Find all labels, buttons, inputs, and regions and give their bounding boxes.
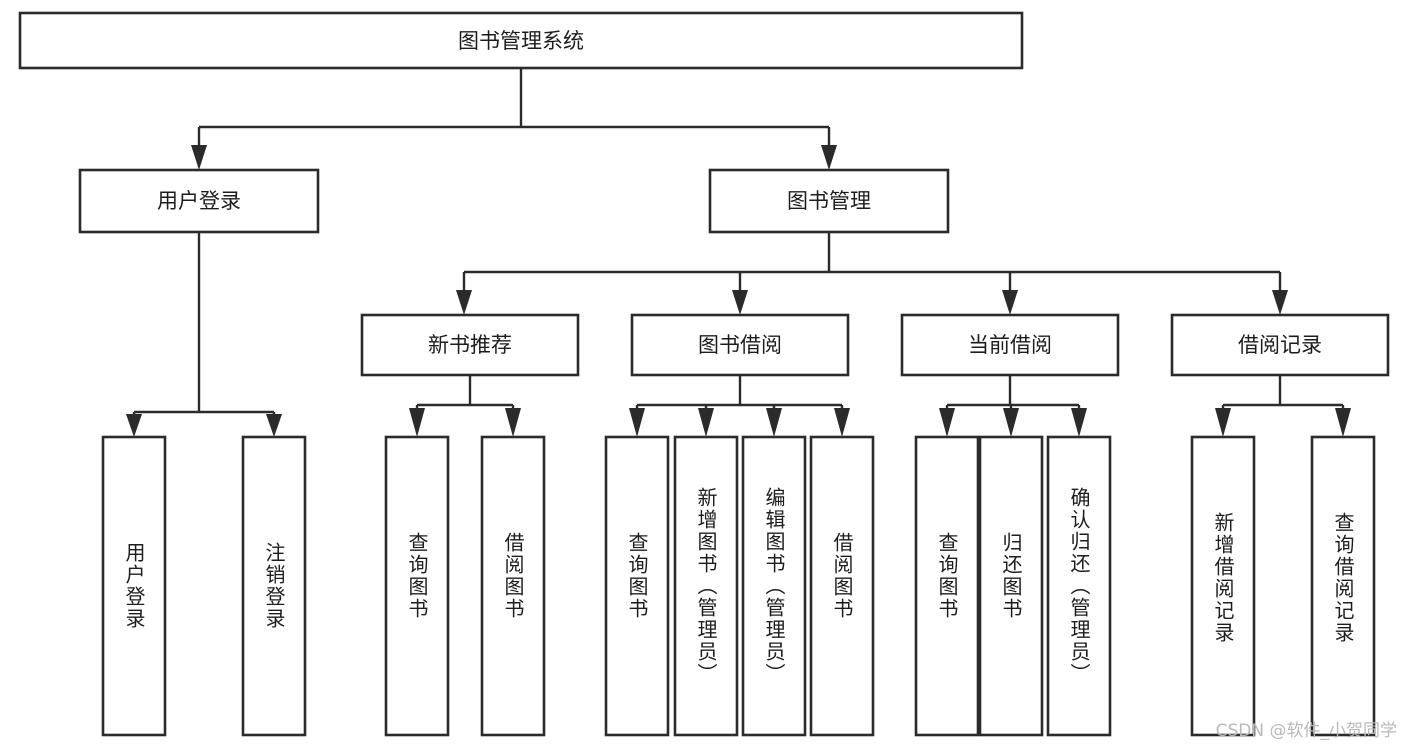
node-leaf-9-label: 查询图书 bbox=[935, 532, 959, 620]
arrowhead-leaf-1 bbox=[126, 414, 142, 437]
node-leaf-7-label: 编辑图书（管理员） bbox=[762, 487, 786, 685]
node-leaf-2[interactable]: 注销登录 bbox=[241, 435, 307, 737]
connector-group-new-book-rec bbox=[409, 375, 521, 437]
node-leaf-1[interactable]: 用户登录 bbox=[101, 435, 167, 737]
connector-group-current-borrow bbox=[939, 375, 1087, 437]
node-leaf-13[interactable]: 查询借阅记录 bbox=[1310, 435, 1376, 737]
arrowhead-book-borrow bbox=[732, 290, 748, 315]
node-new-book-rec-label: 新书推荐 bbox=[428, 333, 512, 357]
node-new-book-rec[interactable]: 新书推荐 bbox=[360, 313, 580, 377]
node-book-manage-label: 图书管理 bbox=[787, 189, 871, 213]
node-leaf-11-label: 确认归还（管理员） bbox=[1067, 487, 1091, 685]
node-leaf-3[interactable]: 查询图书 bbox=[384, 435, 450, 737]
arrowhead-borrow-record bbox=[1272, 290, 1288, 315]
arrowhead-leaf-3 bbox=[409, 408, 425, 437]
arrowhead-leaf-7 bbox=[766, 408, 782, 437]
node-leaf-2-label: 注销登录 bbox=[262, 542, 286, 630]
arrowhead-leaf-10 bbox=[1003, 408, 1019, 437]
node-leaf-5[interactable]: 查询图书 bbox=[604, 435, 670, 737]
node-leaf-5-label: 查询图书 bbox=[625, 532, 649, 620]
node-leaf-11[interactable]: 确认归还（管理员） bbox=[1046, 435, 1112, 737]
connector-group-user-login bbox=[126, 232, 282, 437]
node-leaf-2-box[interactable] bbox=[241, 435, 307, 737]
node-user-login-label: 用户登录 bbox=[157, 189, 241, 213]
arrowhead-leaf-11 bbox=[1071, 408, 1087, 437]
node-leaf-4-box[interactable] bbox=[480, 435, 546, 737]
node-book-borrow-label: 图书借阅 bbox=[698, 333, 782, 357]
node-leaf-10[interactable]: 归还图书 bbox=[978, 435, 1044, 737]
node-current-borrow[interactable]: 当前借阅 bbox=[900, 313, 1120, 377]
node-leaf-6-box[interactable] bbox=[673, 435, 739, 737]
node-leaf-12-box[interactable] bbox=[1190, 435, 1256, 737]
node-leaf-1-box[interactable] bbox=[101, 435, 167, 737]
node-leaf-8-box[interactable] bbox=[809, 435, 875, 737]
arrowhead-leaf-6 bbox=[698, 408, 714, 437]
node-leaf-11-box[interactable] bbox=[1046, 435, 1112, 737]
connector-group-borrow-record bbox=[1215, 375, 1351, 437]
connector-group-book-manage bbox=[456, 232, 1288, 315]
node-user-login[interactable]: 用户登录 bbox=[78, 168, 320, 234]
node-leaf-12-label: 新增借阅记录 bbox=[1211, 512, 1235, 644]
node-leaf-13-label: 查询借阅记录 bbox=[1331, 512, 1355, 644]
node-leaf-7[interactable]: 编辑图书（管理员） bbox=[741, 435, 807, 737]
arrowhead-leaf-12 bbox=[1215, 408, 1231, 437]
node-leaf-5-box[interactable] bbox=[604, 435, 670, 737]
node-leaf-10-box[interactable] bbox=[978, 435, 1044, 737]
arrowhead-user-login bbox=[191, 145, 207, 170]
node-book-manage-box[interactable] bbox=[708, 168, 950, 234]
node-root-label: 图书管理系统 bbox=[458, 29, 584, 53]
connector-group-root bbox=[191, 68, 837, 170]
arrowhead-leaf-4 bbox=[505, 408, 521, 437]
arrowhead-leaf-8 bbox=[834, 408, 850, 437]
node-leaf-10-label: 归还图书 bbox=[999, 532, 1023, 620]
arrowhead-book-manage bbox=[821, 145, 837, 170]
node-borrow-record-box[interactable] bbox=[1170, 313, 1390, 377]
connector-group-book-borrow bbox=[629, 375, 850, 437]
node-book-manage[interactable]: 图书管理 bbox=[708, 168, 950, 234]
node-leaf-4[interactable]: 借阅图书 bbox=[480, 435, 546, 737]
node-borrow-record-label: 借阅记录 bbox=[1238, 333, 1322, 357]
arrowhead-leaf-13 bbox=[1335, 408, 1351, 437]
arrowhead-new-book-rec bbox=[456, 290, 472, 315]
node-leaf-3-box[interactable] bbox=[384, 435, 450, 737]
node-user-login-box[interactable] bbox=[78, 168, 320, 234]
node-current-borrow-label: 当前借阅 bbox=[968, 333, 1052, 357]
node-leaf-6-label: 新增图书（管理员） bbox=[694, 487, 718, 685]
node-leaf-9[interactable]: 查询图书 bbox=[914, 435, 980, 737]
node-leaf-1-label: 用户登录 bbox=[122, 542, 146, 630]
node-leaf-12[interactable]: 新增借阅记录 bbox=[1190, 435, 1256, 737]
node-current-borrow-box[interactable] bbox=[900, 313, 1120, 377]
node-root[interactable]: 图书管理系统 bbox=[18, 11, 1024, 70]
node-book-borrow-box[interactable] bbox=[630, 313, 850, 377]
node-new-book-rec-box[interactable] bbox=[360, 313, 580, 377]
node-leaf-8[interactable]: 借阅图书 bbox=[809, 435, 875, 737]
node-leaf-4-label: 借阅图书 bbox=[501, 532, 525, 620]
arrowhead-current-borrow bbox=[1002, 290, 1018, 315]
node-leaf-6[interactable]: 新增图书（管理员） bbox=[673, 435, 739, 737]
node-leaf-13-box[interactable] bbox=[1310, 435, 1376, 737]
arrowhead-leaf-9 bbox=[939, 408, 955, 437]
node-book-borrow[interactable]: 图书借阅 bbox=[630, 313, 850, 377]
node-root-box[interactable] bbox=[18, 11, 1024, 70]
node-leaf-3-label: 查询图书 bbox=[405, 532, 429, 620]
node-leaf-7-box[interactable] bbox=[741, 435, 807, 737]
arrowhead-leaf-2 bbox=[266, 414, 282, 437]
node-leaf-9-box[interactable] bbox=[914, 435, 980, 737]
arrowhead-leaf-5 bbox=[629, 408, 645, 437]
node-leaf-8-label: 借阅图书 bbox=[830, 532, 854, 620]
node-borrow-record[interactable]: 借阅记录 bbox=[1170, 313, 1390, 377]
